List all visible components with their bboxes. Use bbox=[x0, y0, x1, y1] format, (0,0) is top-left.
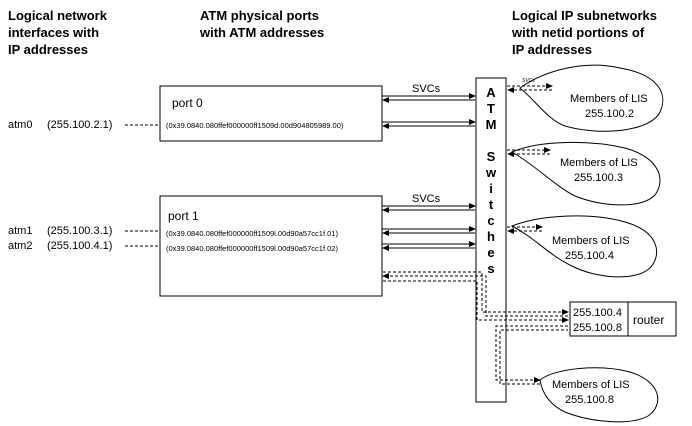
interface-atm0-name: atm0 bbox=[8, 119, 32, 131]
port-0-svc-label: SVCs bbox=[412, 83, 441, 95]
svg-text:with netid portions of: with netid portions of bbox=[511, 25, 645, 40]
lis-4-title: Members of LIS bbox=[552, 235, 630, 247]
port-0-svc-arrows: SVCs bbox=[382, 83, 476, 129]
lis-255-100-8: Members of LIS 255.100.8 bbox=[539, 367, 659, 423]
lis-2-title: Members of LIS bbox=[570, 93, 648, 105]
svg-text:interfaces with: interfaces with bbox=[8, 25, 99, 40]
switch-letter-8: c bbox=[487, 213, 494, 228]
router-net-2: 255.100.8 bbox=[573, 322, 622, 334]
port-1-router-paths bbox=[382, 271, 569, 323]
header-right: Logical IP subnetworks with netid portio… bbox=[511, 8, 657, 57]
svg-text:with ATM addresses: with ATM addresses bbox=[199, 25, 324, 40]
switch-letter-3: M bbox=[486, 117, 497, 132]
port-1-svc-arrows: SVCs bbox=[382, 193, 476, 251]
router-net-1: 255.100.4 bbox=[573, 307, 622, 319]
svg-text:IP addresses: IP addresses bbox=[8, 42, 88, 57]
svg-text:IP addresses: IP addresses bbox=[512, 42, 592, 57]
lis-3-net: 255.100.3 bbox=[574, 172, 623, 184]
svg-text:Logical network: Logical network bbox=[8, 8, 108, 23]
switch-letter-5: w bbox=[485, 165, 497, 180]
lis-255-100-4: Members of LIS 255.100.4 bbox=[507, 215, 658, 278]
lis-2-net: 255.100.2 bbox=[585, 108, 634, 120]
port-0-atm-address: (0x39.0840.080ffef000000ff1509d.00d90480… bbox=[166, 121, 344, 130]
interface-atm1-name: atm1 bbox=[8, 225, 32, 237]
port-0-box: port 0 (0x39.0840.080ffef000000ff1509d.0… bbox=[159, 85, 383, 142]
header-left: Logical network interfaces with IP addre… bbox=[8, 8, 108, 57]
interface-atm1-ip: (255.100.3.1) bbox=[47, 225, 112, 237]
router-label: router bbox=[633, 313, 664, 327]
lis-8-net: 255.100.8 bbox=[565, 394, 614, 406]
interface-atm0-ip: (255.100.2.1) bbox=[47, 119, 112, 131]
interface-atm2-ip: (255.100.4.1) bbox=[47, 240, 112, 252]
port-1-label: port 1 bbox=[168, 209, 199, 223]
atm-switches-box: A T M S w i t c h e s bbox=[475, 77, 507, 403]
svg-text:Logical IP subnetworks: Logical IP subnetworks bbox=[512, 8, 657, 23]
port-1-atm-address-1: (0x39.0840.080ffef000000ff1509l.00d90a57… bbox=[166, 229, 338, 238]
switch-letter-1: A bbox=[486, 85, 496, 100]
lis-255-100-2: Members of LIS 255.100.2 SVCs bbox=[507, 64, 664, 132]
port-1-svc-label: SVCs bbox=[412, 193, 441, 205]
switch-letter-10: e bbox=[487, 245, 494, 260]
switch-letter-6: i bbox=[489, 181, 493, 196]
switch-letter-11: s bbox=[487, 261, 494, 276]
lis-8-title: Members of LIS bbox=[552, 379, 630, 391]
svg-text:ATM physical ports: ATM physical ports bbox=[200, 8, 319, 23]
switch-letter-9: h bbox=[487, 229, 495, 244]
switch-letter-7: t bbox=[489, 197, 494, 212]
lis-2-svc-small-label: SVCs bbox=[522, 78, 535, 84]
lis-4-net: 255.100.4 bbox=[565, 250, 614, 262]
port-1-atm-address-2: (0x39.0840.080ffef000000ff1509l.00d90a57… bbox=[166, 244, 338, 253]
lis-3-title: Members of LIS bbox=[560, 157, 638, 169]
header-middle: ATM physical ports with ATM addresses bbox=[199, 8, 324, 40]
interface-atm2-name: atm2 bbox=[8, 240, 32, 252]
port-1-box: port 1 (0x39.0840.080ffef000000ff1509l.0… bbox=[159, 195, 383, 297]
router-box: 255.100.4 255.100.8 router bbox=[569, 301, 677, 337]
router-to-lis-8-paths bbox=[495, 325, 568, 385]
switch-letter-4: S bbox=[487, 149, 496, 164]
lis-255-100-3: Members of LIS 255.100.3 bbox=[507, 141, 661, 206]
switch-letter-2: T bbox=[487, 101, 495, 116]
port-0-label: port 0 bbox=[172, 96, 203, 110]
